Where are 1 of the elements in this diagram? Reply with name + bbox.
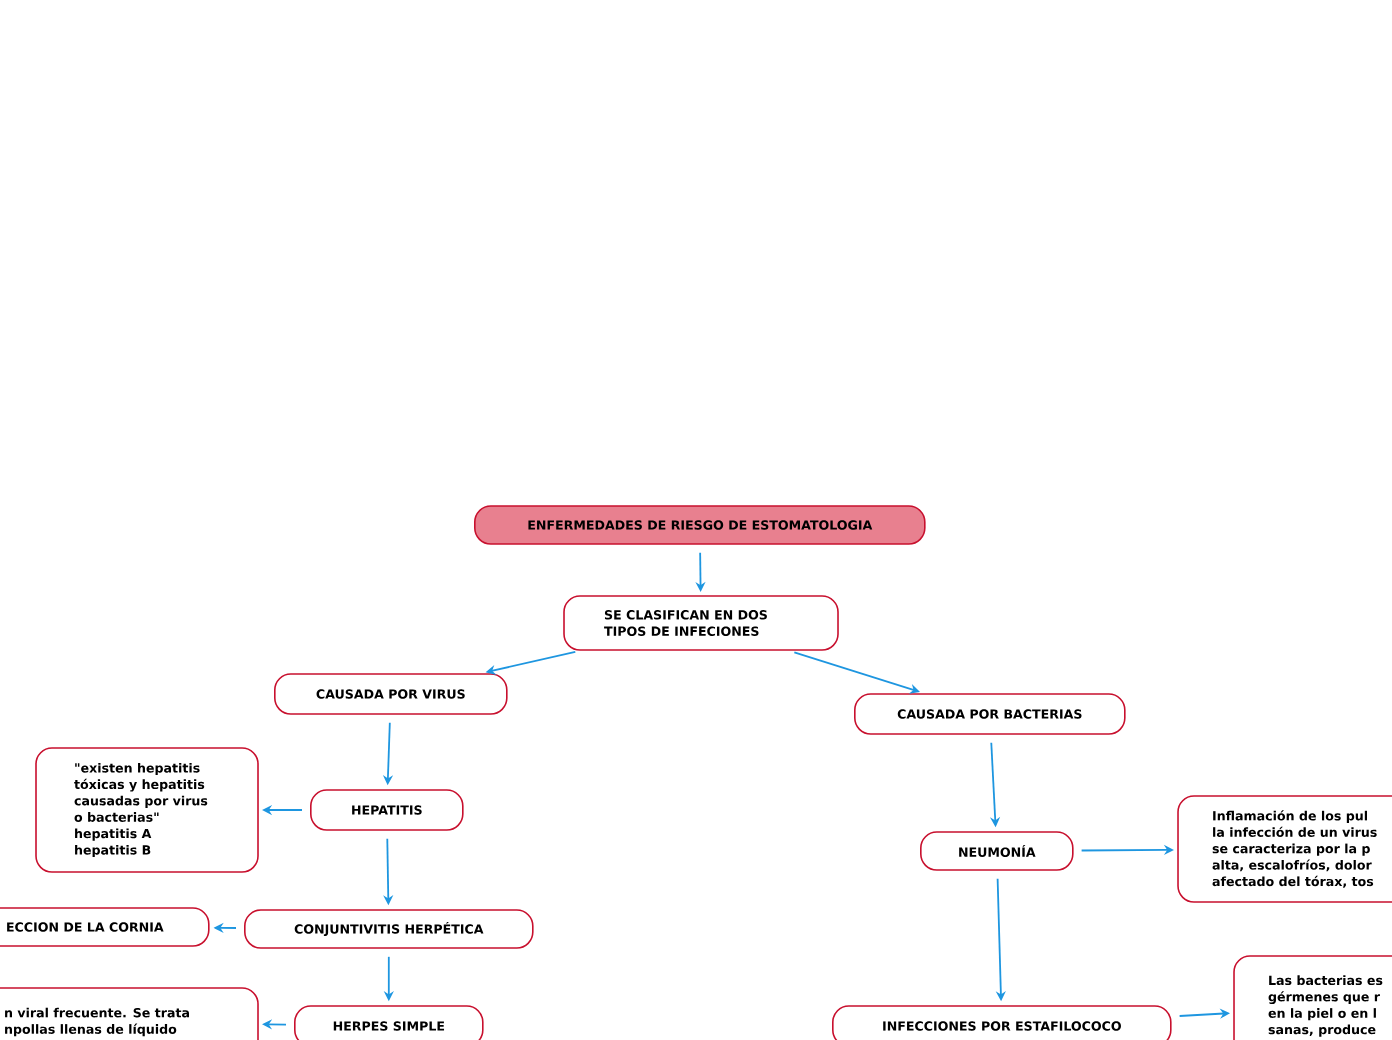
arrow xyxy=(793,651,920,694)
